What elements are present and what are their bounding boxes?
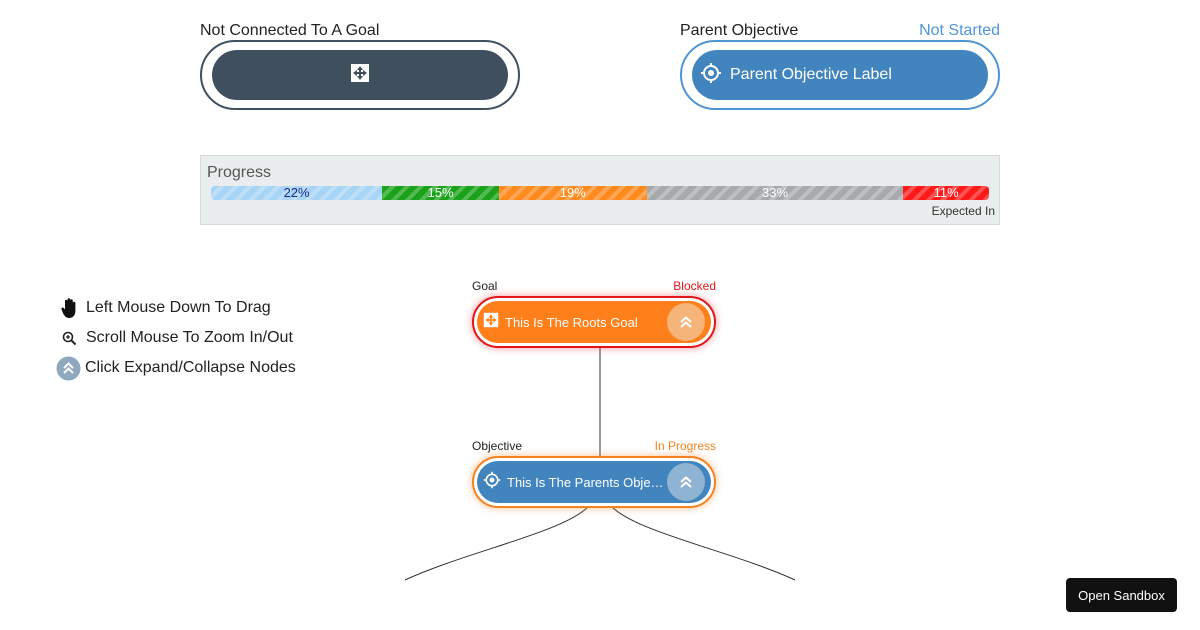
parent-objective-node-text: This Is The Parents Object... (507, 474, 667, 490)
progress-bar: 22%15%19%33%11% (211, 186, 989, 200)
chevron-double-up-icon (680, 476, 692, 488)
parent-objective-label: Parent Objective (680, 22, 799, 39)
legend-expand-text: Click Expand/Collapse Nodes (85, 359, 296, 376)
hand-icon (58, 296, 82, 320)
root-goal-node[interactable]: This Is The Roots Goal (472, 296, 716, 348)
progress-segment: 15% (382, 186, 499, 200)
parent-objective-node[interactable]: This Is The Parents Object... (472, 456, 716, 508)
chevron-double-up-icon (680, 316, 692, 328)
parent-node-type-label: Objective (472, 439, 523, 453)
progress-segment: 11% (903, 186, 989, 200)
root-collapse-button[interactable] (667, 303, 705, 341)
open-sandbox-button[interactable]: Open Sandbox (1066, 578, 1177, 612)
legend-drag-text: Left Mouse Down To Drag (86, 299, 271, 316)
progress-segment: 33% (646, 186, 904, 200)
objective-icon (483, 471, 501, 494)
not-connected-card[interactable] (200, 40, 520, 110)
parent-objective-card[interactable]: Parent Objective Label (680, 40, 1000, 110)
goal-icon (483, 312, 499, 333)
legend-zoom: Scroll Mouse To Zoom In/Out (58, 326, 293, 350)
not-connected-pill[interactable] (212, 50, 508, 100)
progress-segment: 19% (498, 186, 647, 200)
parent-collapse-button[interactable] (667, 463, 705, 501)
parent-node-status: In Progress (654, 439, 716, 453)
parent-objective-node-pill[interactable]: This Is The Parents Object... (477, 461, 711, 503)
parent-objective-status: Not Started (919, 22, 1000, 39)
zoom-icon (58, 326, 82, 350)
legend-expand: Click Expand/Collapse Nodes (55, 355, 296, 381)
parent-to-left-child-link (404, 501, 593, 581)
objective-icon (700, 62, 722, 89)
progress-panel: Progress 22%15%19%33%11% Expected In (200, 155, 1000, 225)
root-node-status: Blocked (673, 279, 716, 293)
parent-to-right-child-link (607, 501, 796, 581)
goal-icon (350, 63, 370, 88)
expected-in-label: Expected In (931, 204, 995, 218)
root-node-type-label: Goal (472, 279, 498, 293)
parent-objective-pill-text: Parent Objective Label (730, 66, 892, 83)
parent-objective-pill[interactable]: Parent Objective Label (692, 50, 988, 100)
expand-collapse-icon (55, 355, 81, 381)
progress-title: Progress (207, 164, 272, 181)
root-goal-pill[interactable]: This Is The Roots Goal (477, 301, 711, 343)
legend-zoom-text: Scroll Mouse To Zoom In/Out (86, 329, 293, 346)
legend-drag: Left Mouse Down To Drag (58, 296, 271, 320)
progress-segment: 22% (211, 186, 383, 200)
not-connected-label: Not Connected To A Goal (200, 22, 380, 39)
root-goal-text: This Is The Roots Goal (505, 314, 638, 330)
